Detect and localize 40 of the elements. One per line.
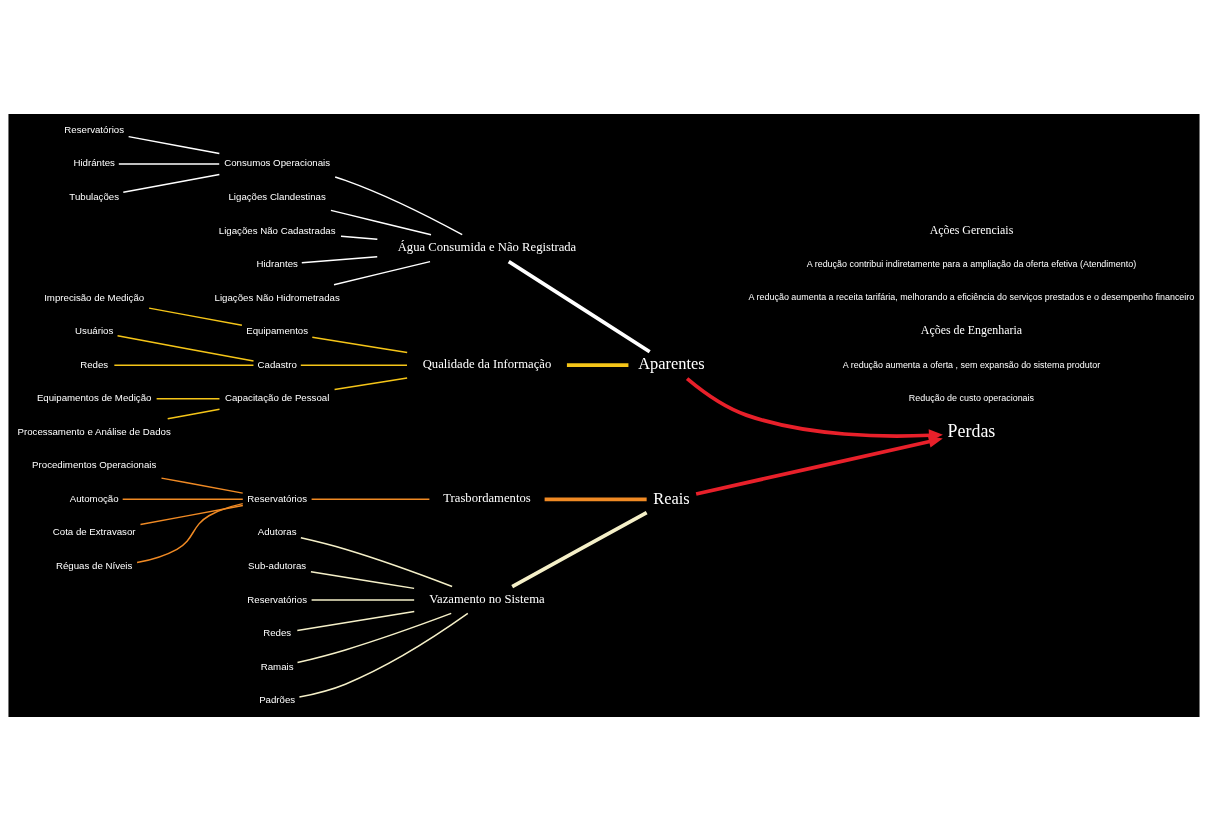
node-text: Automoção	[69, 492, 119, 504]
node-text: Qualidade da Informação	[422, 356, 552, 371]
node-text: Imprecisão de Medição	[44, 291, 145, 303]
node-text: Cadastro	[257, 358, 297, 370]
node-text: Água Consumida e Não Registrada	[397, 239, 577, 254]
node-text: Equipamentos de Medição	[36, 391, 152, 403]
node-text: Capacitação de Pessoal	[225, 391, 330, 403]
node-text: Tubulações	[69, 190, 119, 202]
node-text: Procedimentos Operacionais	[32, 458, 157, 470]
label: A redução aumenta a oferta , sem expansão do sistema produtor	[842, 359, 1101, 369]
node-text: Perdas	[947, 420, 996, 441]
node-text: Adutoras	[257, 525, 297, 537]
node-text: Cota de Extravasor	[52, 525, 136, 537]
label: A redução aumenta a receita tarifária, melhorando a eficiência do serviços prestados e o desempenho financeiro	[748, 291, 1195, 302]
node-text: Padrões	[259, 693, 296, 705]
label: Ações Gerenciais	[929, 222, 1014, 237]
node-text: Reservatórios	[247, 593, 307, 605]
node-text: Redes	[80, 358, 109, 370]
node-text: Redes	[263, 626, 292, 638]
node-text: Sub-adutoras	[248, 559, 307, 571]
node-text: Vazamento no Sistema	[429, 591, 545, 606]
node-text: Aparentes	[638, 353, 705, 373]
label: A redução contribui indiretamente para a ampliação da oferta efetiva (Atendimento)	[806, 258, 1137, 269]
node-text: Ligações Não Cadastradas	[218, 224, 336, 236]
label: Ações de Engenharia	[920, 322, 1023, 337]
node-text: Reservatórios	[64, 123, 125, 135]
node-text: Réguas de Níveis	[56, 559, 133, 571]
node-text: Processamento e Análise de Dados	[17, 425, 171, 437]
node-text: Reais	[653, 488, 690, 508]
node-text: Consumos Operacionais	[224, 156, 331, 168]
node-text: Ramais	[260, 660, 294, 672]
node-text: Equipamentos	[246, 324, 309, 336]
node-text: Hidrantes	[256, 257, 298, 269]
node-text: Hidrántes	[73, 156, 115, 168]
node-text: Usuários	[75, 324, 114, 336]
label: Redução de custo operacionais	[908, 392, 1035, 403]
node-text: Reservatórios	[247, 492, 307, 504]
node-text: Trasbordamentos	[443, 490, 531, 505]
node-text: Ligações Clandestinas	[228, 190, 326, 202]
node-text: Ligações Não Hidrometradas	[214, 291, 340, 303]
